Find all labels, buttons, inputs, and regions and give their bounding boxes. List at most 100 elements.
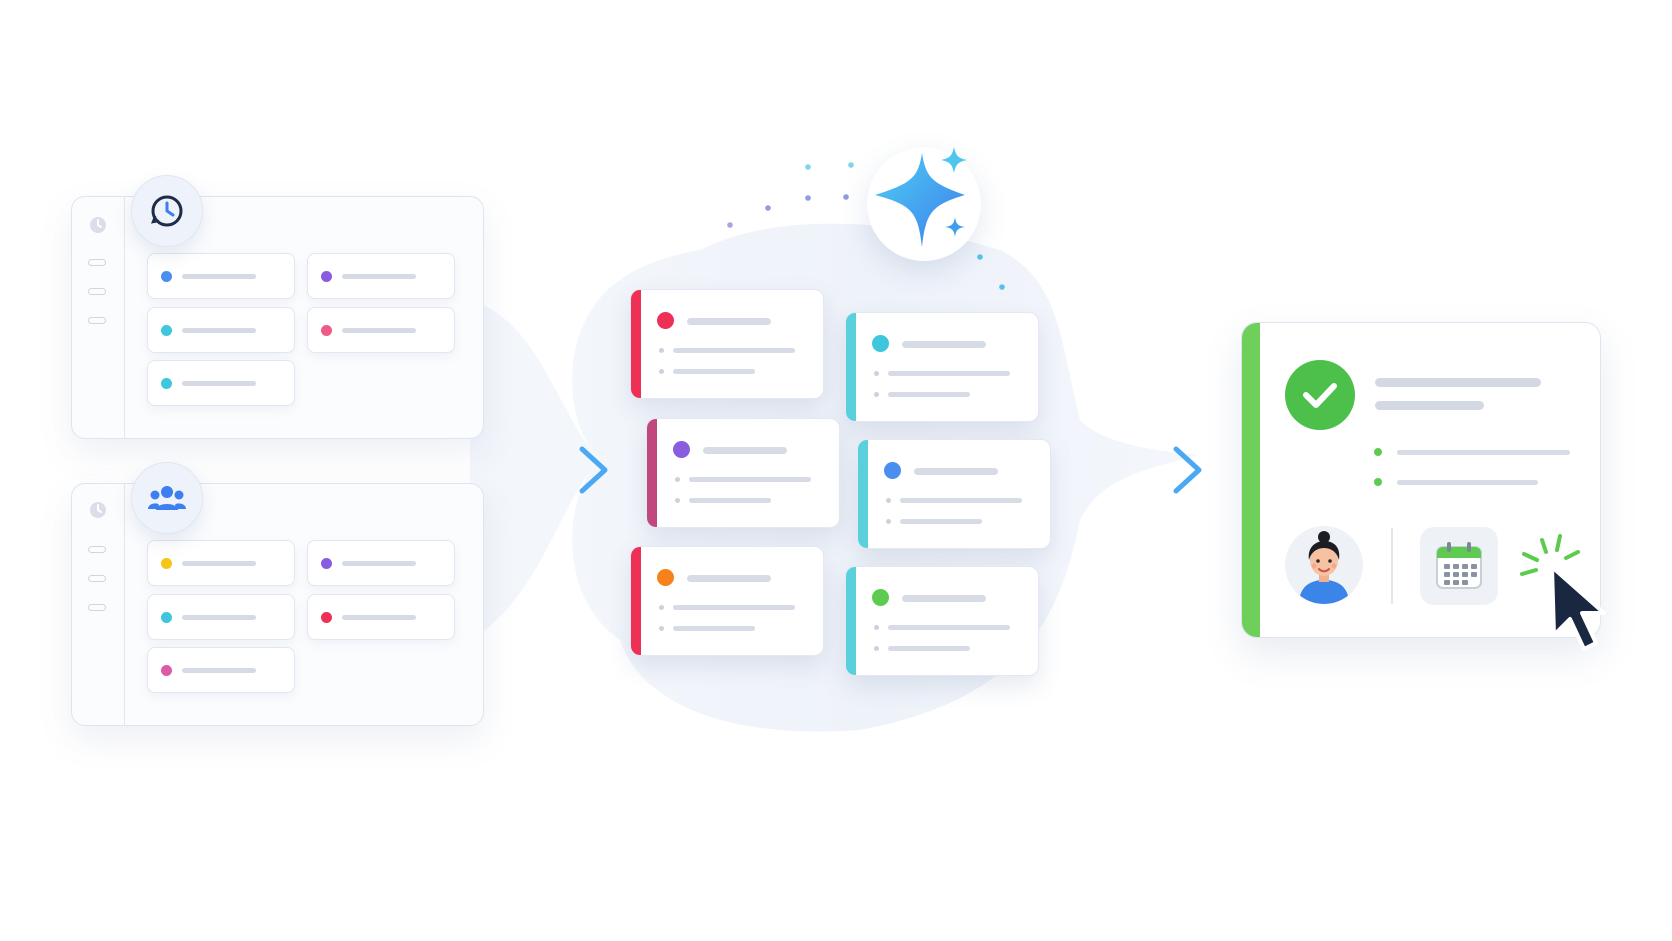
text-placeholder [182,561,256,566]
card-accent [631,547,641,655]
card-accent [647,419,657,527]
text-placeholder [673,626,755,631]
bullet [874,392,879,397]
card-accent [858,440,868,548]
list-item[interactable] [147,647,295,693]
text-placeholder [689,498,771,503]
menu-bar[interactable] [88,259,106,266]
bullet [874,625,879,630]
team-panel [71,483,484,726]
result-card[interactable] [1241,322,1601,638]
subtitle-placeholder [1375,401,1484,410]
schedule-panel [71,196,484,439]
priority-dot [872,589,889,606]
card-accent [846,567,856,675]
text-placeholder [1397,480,1538,485]
text-placeholder [182,328,256,333]
text-placeholder [182,668,256,673]
bullet [874,371,879,376]
task-card[interactable] [845,312,1039,422]
text-placeholder [888,371,1010,376]
text-placeholder [342,615,416,620]
title-placeholder [902,341,986,348]
list-item[interactable] [307,540,455,586]
list-item[interactable] [147,540,295,586]
text-placeholder [182,274,256,279]
success-badge [1285,360,1355,430]
schedule-panel-rail [72,197,125,438]
priority-dot [657,312,674,329]
title-placeholder [914,468,998,475]
task-card[interactable] [646,418,840,528]
bullet [659,605,664,610]
title-placeholder [703,447,787,454]
priority-dot [872,335,889,352]
particle-trail [727,161,1005,290]
users-icon [148,486,186,510]
status-dot [161,665,172,676]
text-placeholder [888,646,970,651]
text-placeholder [342,561,416,566]
bullet [659,626,664,631]
sparkle-icon [875,147,967,247]
list-item[interactable] [147,360,295,406]
task-card[interactable] [630,289,824,399]
status-dot [161,325,172,336]
status-dot [161,378,172,389]
avatar-icon [1299,531,1349,604]
schedule-badge [131,175,203,247]
text-placeholder [1397,450,1570,455]
bullet [1374,448,1382,456]
text-placeholder [673,605,795,610]
avatar[interactable] [1285,526,1363,604]
clock-icon [150,195,183,227]
list-item[interactable] [147,307,295,353]
status-dot [321,612,332,623]
bullet [675,498,680,503]
menu-bar[interactable] [88,288,106,295]
list-item[interactable] [147,253,295,299]
title-placeholder [902,595,986,602]
title-placeholder [687,318,771,325]
status-dot [161,271,172,282]
bullet [886,519,891,524]
calendar-button[interactable] [1420,527,1498,605]
card-accent [1242,323,1260,637]
arrow-right-icon [506,446,608,494]
text-placeholder [888,625,1010,630]
title-placeholder [687,575,771,582]
clock-icon [90,217,106,233]
bullet [886,498,891,503]
task-card[interactable] [630,546,824,656]
cursor-icon [1550,565,1606,651]
priority-dot [884,462,901,479]
calendar-icon [1436,542,1482,589]
menu-bar[interactable] [88,546,106,553]
status-dot [321,271,332,282]
text-placeholder [673,369,755,374]
team-panel-rail [72,484,125,725]
card-accent [631,290,641,398]
list-item[interactable] [307,594,455,640]
bullet [659,369,664,374]
list-item[interactable] [307,253,455,299]
card-accent [846,313,856,421]
menu-bar[interactable] [88,317,106,324]
list-item[interactable] [147,594,295,640]
title-placeholder [1375,378,1541,387]
text-placeholder [900,519,982,524]
text-placeholder [182,381,256,386]
menu-bar[interactable] [88,604,106,611]
divider [1391,528,1393,604]
ai-bubble [867,147,981,261]
priority-dot [657,569,674,586]
text-placeholder [689,477,811,482]
menu-bar[interactable] [88,575,106,582]
bullet [675,477,680,482]
text-placeholder [888,392,970,397]
text-placeholder [673,348,795,353]
task-card[interactable] [845,566,1039,676]
list-item[interactable] [307,307,455,353]
team-badge [131,462,203,534]
task-card[interactable] [857,439,1051,549]
